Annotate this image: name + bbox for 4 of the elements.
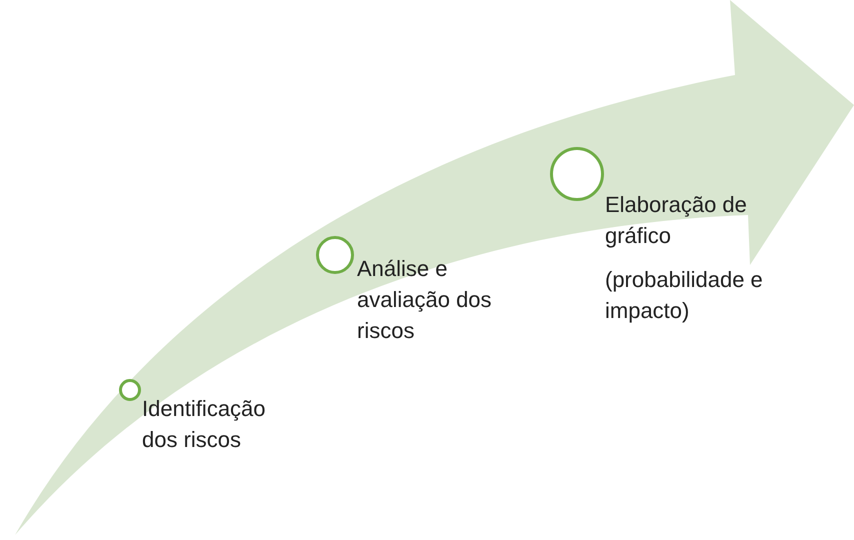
step-label: (probabilidade e impacto)	[605, 266, 764, 325]
step-label: Elaboração de gráfico	[605, 191, 748, 250]
step-label: Identificação dos riscos	[142, 395, 267, 454]
step-label: Análise e avaliação dos riscos	[357, 255, 493, 345]
